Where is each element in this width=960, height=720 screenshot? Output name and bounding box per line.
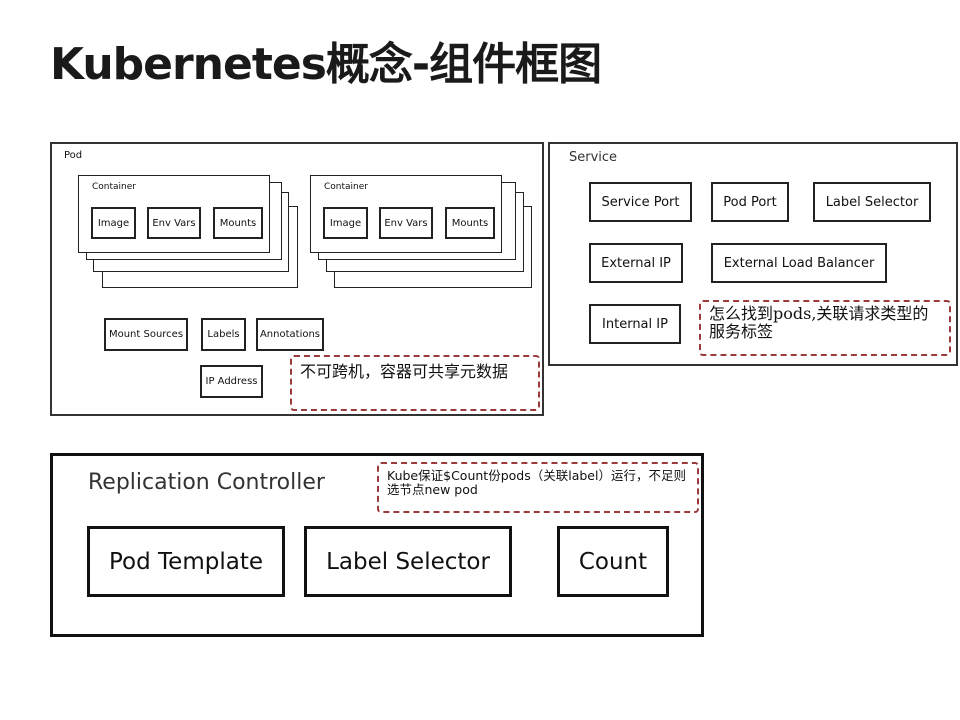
label-selector-box: Label Selector xyxy=(813,182,931,222)
rc-label-selector-box: Label Selector xyxy=(304,526,512,597)
pod-note: 不可跨机，容器可共享元数据 xyxy=(290,355,540,411)
container-2-image: Image xyxy=(323,207,368,239)
pod-label: Pod xyxy=(64,150,83,161)
container-2-label: Container xyxy=(324,182,368,192)
pod-port-box: Pod Port xyxy=(711,182,789,222)
container-2-mounts: Mounts xyxy=(445,207,495,239)
container-1-mounts: Mounts xyxy=(213,207,263,239)
container-1-image: Image xyxy=(91,207,136,239)
labels-box: Labels xyxy=(201,318,246,351)
page-title: Kubernetes概念-组件框图 xyxy=(50,39,602,90)
rc-label: Replication Controller xyxy=(88,470,325,495)
internal-ip-box: Internal IP xyxy=(589,304,681,344)
external-load-balancer-box: External Load Balancer xyxy=(711,243,887,283)
service-note: 怎么找到pods,关联请求类型的服务标签 xyxy=(699,300,951,356)
mount-sources-box: Mount Sources xyxy=(104,318,188,351)
service-port-box: Service Port xyxy=(589,182,692,222)
service-label: Service xyxy=(569,150,618,165)
container-1-env-vars: Env Vars xyxy=(147,207,201,239)
annotations-box: Annotations xyxy=(256,318,324,351)
external-ip-box: External IP xyxy=(589,243,683,283)
container-1-label: Container xyxy=(92,182,136,192)
container-2-env-vars: Env Vars xyxy=(379,207,433,239)
rc-note: Kube保证$Count份pods（关联label）运行，不足则选节点new p… xyxy=(377,462,699,513)
ip-address-box: IP Address xyxy=(200,365,263,398)
pod-template-box: Pod Template xyxy=(87,526,285,597)
count-box: Count xyxy=(557,526,669,597)
